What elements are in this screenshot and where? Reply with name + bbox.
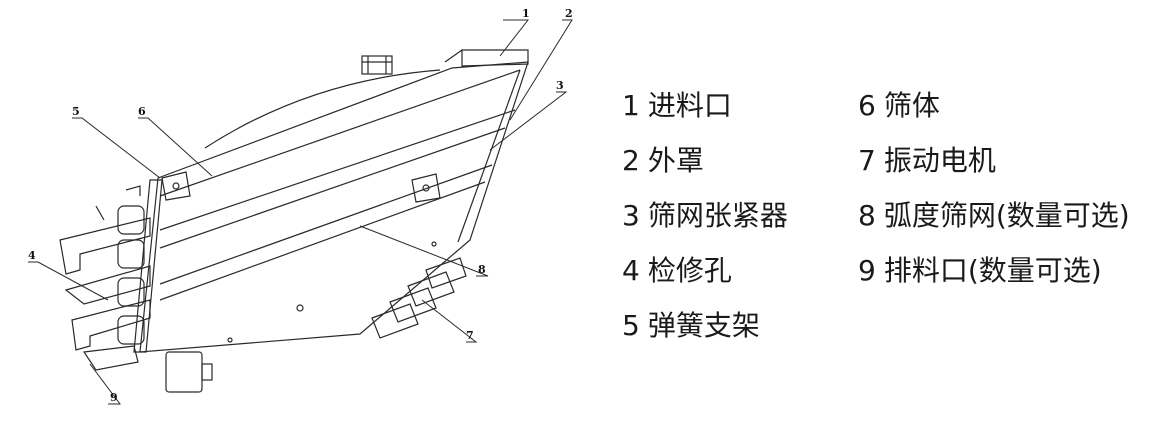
screen-deck-1 <box>159 109 516 231</box>
legend-label: 弧度筛网(数量可选) <box>883 199 1130 232</box>
drawing-svg: 1 2 3 4 5 6 7 8 9 <box>28 7 573 405</box>
legend-number: 7 <box>858 144 876 177</box>
bottom-outlet <box>165 351 213 393</box>
screen-deck-3 <box>159 164 493 285</box>
bracket-hole-right <box>422 184 430 192</box>
legend-label: 振动电机 <box>883 144 996 177</box>
callout-4: 4 <box>28 249 36 262</box>
leader-4 <box>28 261 109 301</box>
left-rod <box>95 185 141 221</box>
legend-number: 8 <box>858 199 876 232</box>
leader-6 <box>138 117 213 177</box>
callout-1: 1 <box>522 7 530 20</box>
legend-number: 2 <box>622 144 640 177</box>
top-fitting <box>361 55 393 75</box>
leader-1 <box>499 19 530 57</box>
feed-inlet <box>461 49 529 67</box>
legend-number: 1 <box>622 89 640 122</box>
screen-deck-4 <box>159 181 486 301</box>
vibration-motors <box>371 257 467 339</box>
legend-label: 筛网张紧器 <box>647 199 788 232</box>
inspection-holes <box>117 205 145 345</box>
callout-6: 6 <box>138 105 146 118</box>
legend-number: 6 <box>858 89 876 122</box>
legend-number: 3 <box>622 199 640 232</box>
legend-label: 筛体 <box>883 89 940 122</box>
leader-7 <box>421 299 478 343</box>
screen-body-outline <box>139 61 529 353</box>
callout-8: 8 <box>478 263 486 276</box>
outer-cover-arc <box>204 69 441 149</box>
body-hole-3 <box>227 337 233 343</box>
bracket-hole-left <box>172 182 180 190</box>
leader-2 <box>509 19 573 121</box>
front-plate <box>133 179 163 353</box>
screen-deck-2 <box>159 127 506 249</box>
legend-number: 4 <box>622 254 640 287</box>
outer-cover-line <box>457 69 521 243</box>
spring-bracket-left <box>161 171 191 201</box>
feed-inlet-lip <box>444 49 463 63</box>
leader-3 <box>489 91 568 151</box>
legend-label: 检修孔 <box>647 254 732 287</box>
leader-9 <box>89 363 121 405</box>
callout-7: 7 <box>466 329 474 342</box>
callout-2: 2 <box>565 7 573 20</box>
spring-bracket-right <box>411 173 441 203</box>
body-hole-1 <box>296 304 304 312</box>
inner-divider <box>159 69 521 197</box>
screen-machine-drawing: 1 2 3 4 5 6 7 8 9 <box>28 7 573 405</box>
top-fitting-detail <box>362 56 392 74</box>
legend-label: 排料口(数量可选) <box>883 254 1102 287</box>
legend-label: 外罩 <box>647 144 704 177</box>
leader-5 <box>72 117 161 179</box>
body-hole-2 <box>431 241 437 247</box>
callout-9: 9 <box>110 391 118 404</box>
legend-label: 进料口 <box>647 89 732 122</box>
leader-8 <box>359 225 489 277</box>
legend-number: 5 <box>622 309 640 342</box>
callout-5: 5 <box>72 105 80 118</box>
callout-3: 3 <box>556 79 564 92</box>
discharge-chutes <box>59 217 151 371</box>
legend-label: 弹簧支架 <box>647 309 760 342</box>
legend-number: 9 <box>858 254 876 287</box>
